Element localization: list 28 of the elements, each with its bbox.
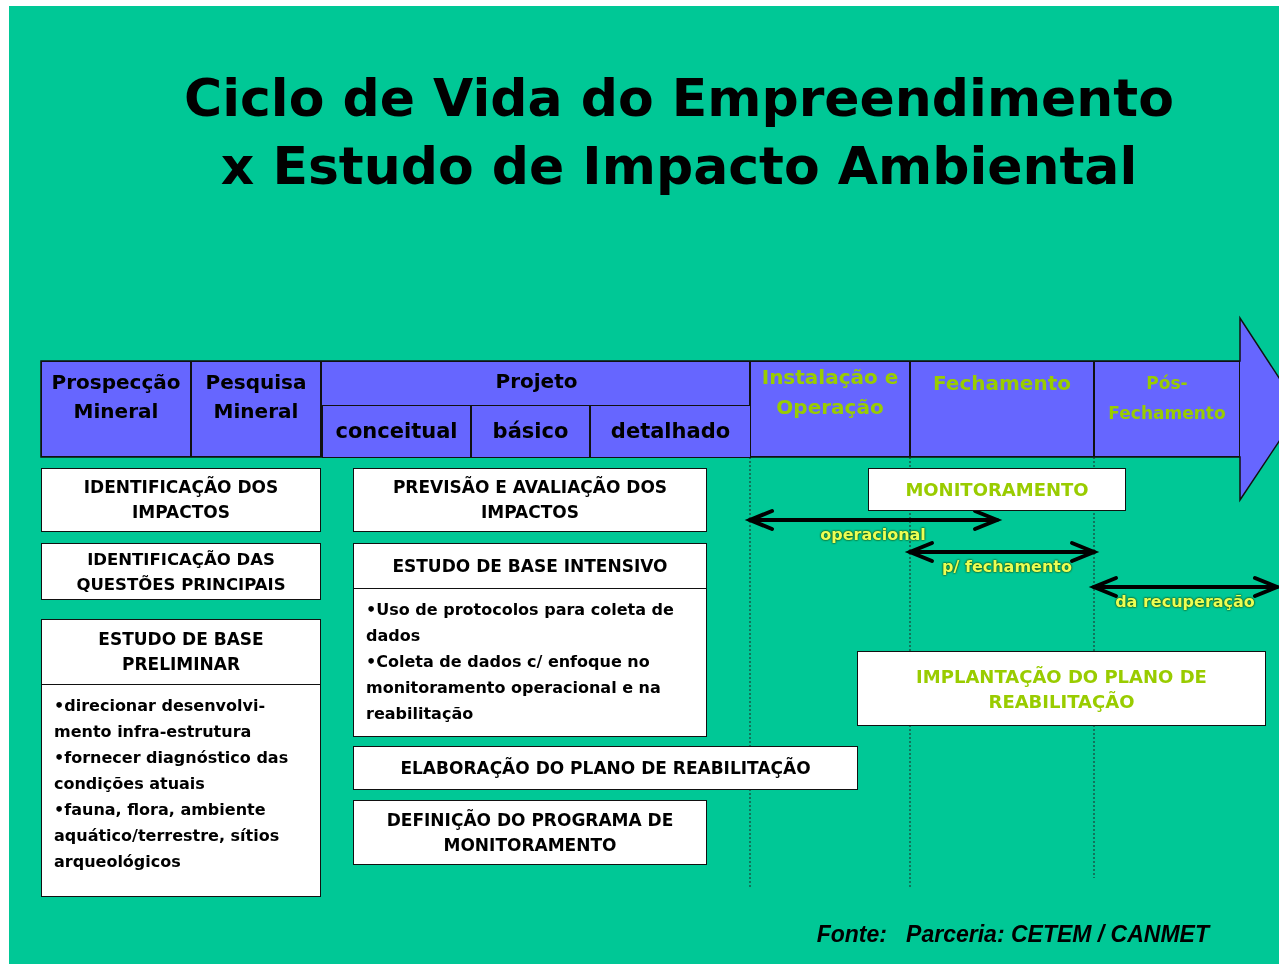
activity-box: DEFINIÇÃO DO PROGRAMA DE MONITORAMENTO [353, 800, 707, 865]
activity-box: IDENTIFICAÇÃO DAS QUESTÕES PRINCIPAIS [41, 543, 321, 600]
source-note: Fonte: Parceria: CETEM / CANMET [815, 921, 1209, 948]
span-label: da recuperação [1115, 593, 1255, 611]
span-label: operacional [820, 526, 926, 544]
card-heading: ESTUDO DE BASE PRELIMINAR [97, 628, 265, 676]
bullet-text: •Coleta de dados c/ enfoque no monitoramento operacional e na reabilitação [366, 652, 661, 723]
phase-cell: Prospecção Mineral [41, 361, 191, 457]
bullet-text: •Uso de protocolos para coleta de dados [366, 600, 674, 645]
bullet-text: •fauna, flora, ambiente aquático/terrestre, sítios arqueológicos [54, 800, 280, 871]
phase-activity-box: MONITORAMENTO [868, 468, 1126, 511]
phase-heading: Projeto [494, 368, 579, 395]
phase-cell: Pesquisa Mineral [191, 361, 321, 457]
phase-cell: detalhado [590, 405, 751, 458]
phase-cell: básico [471, 405, 590, 458]
activity-box: PREVISÃO E AVALIAÇÃO DOS IMPACTOS [353, 468, 707, 532]
phase-cell: Fechamento [910, 361, 1094, 457]
bullet-text: •fornecer diagnóstico das condições atuais [54, 748, 289, 793]
span-label: p/ fechamento [942, 558, 1072, 576]
phase-cell: Instalação e Operação [750, 361, 910, 457]
phase-activity-box: IMPLANTAÇÃO DO PLANO DE REABILITAÇÃO [857, 651, 1266, 726]
phase-cell: Pós-Fechamento [1094, 361, 1240, 457]
activity-box: IDENTIFICAÇÃO DOS IMPACTOS [41, 468, 321, 532]
activity-box: ELABORAÇÃO DO PLANO DE REABILITAÇÃO [353, 746, 858, 790]
card-heading: ESTUDO DE BASE INTENSIVO [392, 554, 668, 578]
title: Ciclo de Vida do Empreendimento x Estudo de Impacto Ambiental [183, 67, 1175, 198]
bullet-text: •direcionar desenvolvi- mento infra-estrutura [54, 696, 266, 741]
phase-cell: conceitual [322, 405, 471, 458]
